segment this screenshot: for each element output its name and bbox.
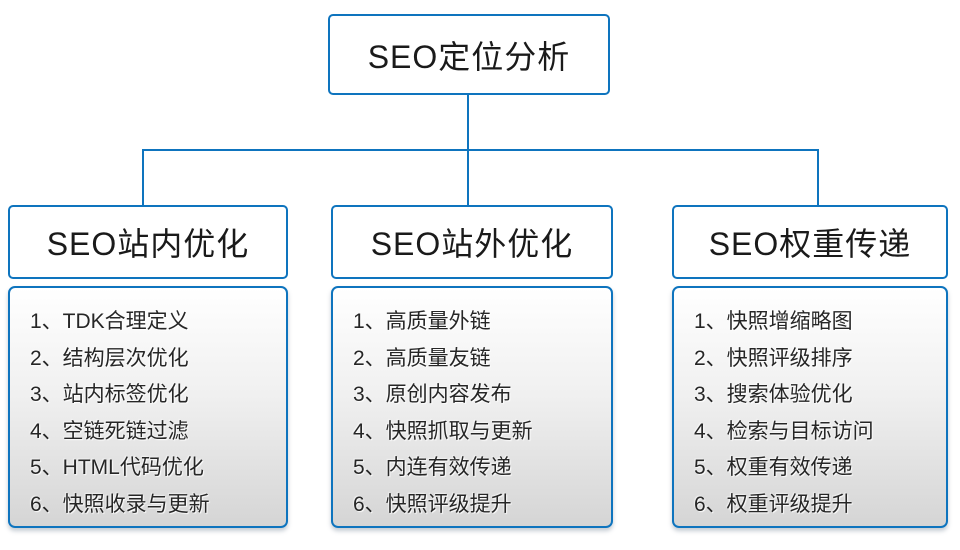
column-weight-title: SEO权重传递 xyxy=(708,226,912,262)
connector-center-drop xyxy=(467,150,469,206)
column-weight-items: 1、快照增缩略图 2、快照评级排序 3、搜索体验优化 4、检索与目标访问 5、权… xyxy=(694,304,936,523)
list-item: 4、检索与目标访问 xyxy=(694,419,874,443)
column-weight-header: SEO权重传递 xyxy=(672,205,948,279)
column-offsite-items: 1、高质量外链 2、高质量友链 3、原创内容发布 4、快照抓取与更新 5、内连有… xyxy=(353,304,601,523)
list-item: 3、搜索体验优化 xyxy=(694,383,853,406)
list-item: 6、权重评级提升 xyxy=(694,492,853,516)
column-onsite-list: 1、TDK合理定义 2、结构层次优化 3、站内标签优化 4、空链死链过滤 5、H… xyxy=(8,286,288,528)
list-item: 1、高质量外链 xyxy=(353,310,491,333)
column-onsite-header: SEO站内优化 xyxy=(8,205,288,279)
list-item: 4、空链死链过滤 xyxy=(30,419,189,443)
column-onsite-title: SEO站内优化 xyxy=(46,226,250,262)
list-item: 3、原创内容发布 xyxy=(353,383,512,406)
list-item: 1、TDK合理定义 xyxy=(30,310,189,333)
list-item: 4、快照抓取与更新 xyxy=(353,419,533,443)
column-offsite-title: SEO站外优化 xyxy=(370,226,574,262)
list-item: 2、快照评级排序 xyxy=(694,346,853,370)
list-item: 1、快照增缩略图 xyxy=(694,310,853,333)
list-item: 2、高质量友链 xyxy=(353,346,491,370)
column-weight-list: 1、快照增缩略图 2、快照评级排序 3、搜索体验优化 4、检索与目标访问 5、权… xyxy=(672,286,948,528)
list-item: 5、HTML代码优化 xyxy=(30,456,204,479)
column-offsite-header: SEO站外优化 xyxy=(331,205,613,279)
column-offsite-list: 1、高质量外链 2、高质量友链 3、原创内容发布 4、快照抓取与更新 5、内连有… xyxy=(331,286,613,528)
list-item: 3、站内标签优化 xyxy=(30,383,189,406)
root-node-title: SEO定位分析 xyxy=(367,38,571,75)
connector-root-drop xyxy=(467,95,469,151)
list-item: 6、快照收录与更新 xyxy=(30,492,210,516)
connector-left-drop xyxy=(142,150,144,206)
list-item: 5、权重有效传递 xyxy=(694,456,853,479)
column-onsite-items: 1、TDK合理定义 2、结构层次优化 3、站内标签优化 4、空链死链过滤 5、H… xyxy=(30,304,276,523)
connector-right-drop xyxy=(817,150,819,206)
list-item: 6、快照评级提升 xyxy=(353,492,512,516)
list-item: 2、结构层次优化 xyxy=(30,346,189,370)
connector-horizontal-bar xyxy=(142,149,819,151)
root-node: SEO定位分析 xyxy=(328,14,610,95)
list-item: 5、内连有效传递 xyxy=(353,456,512,479)
